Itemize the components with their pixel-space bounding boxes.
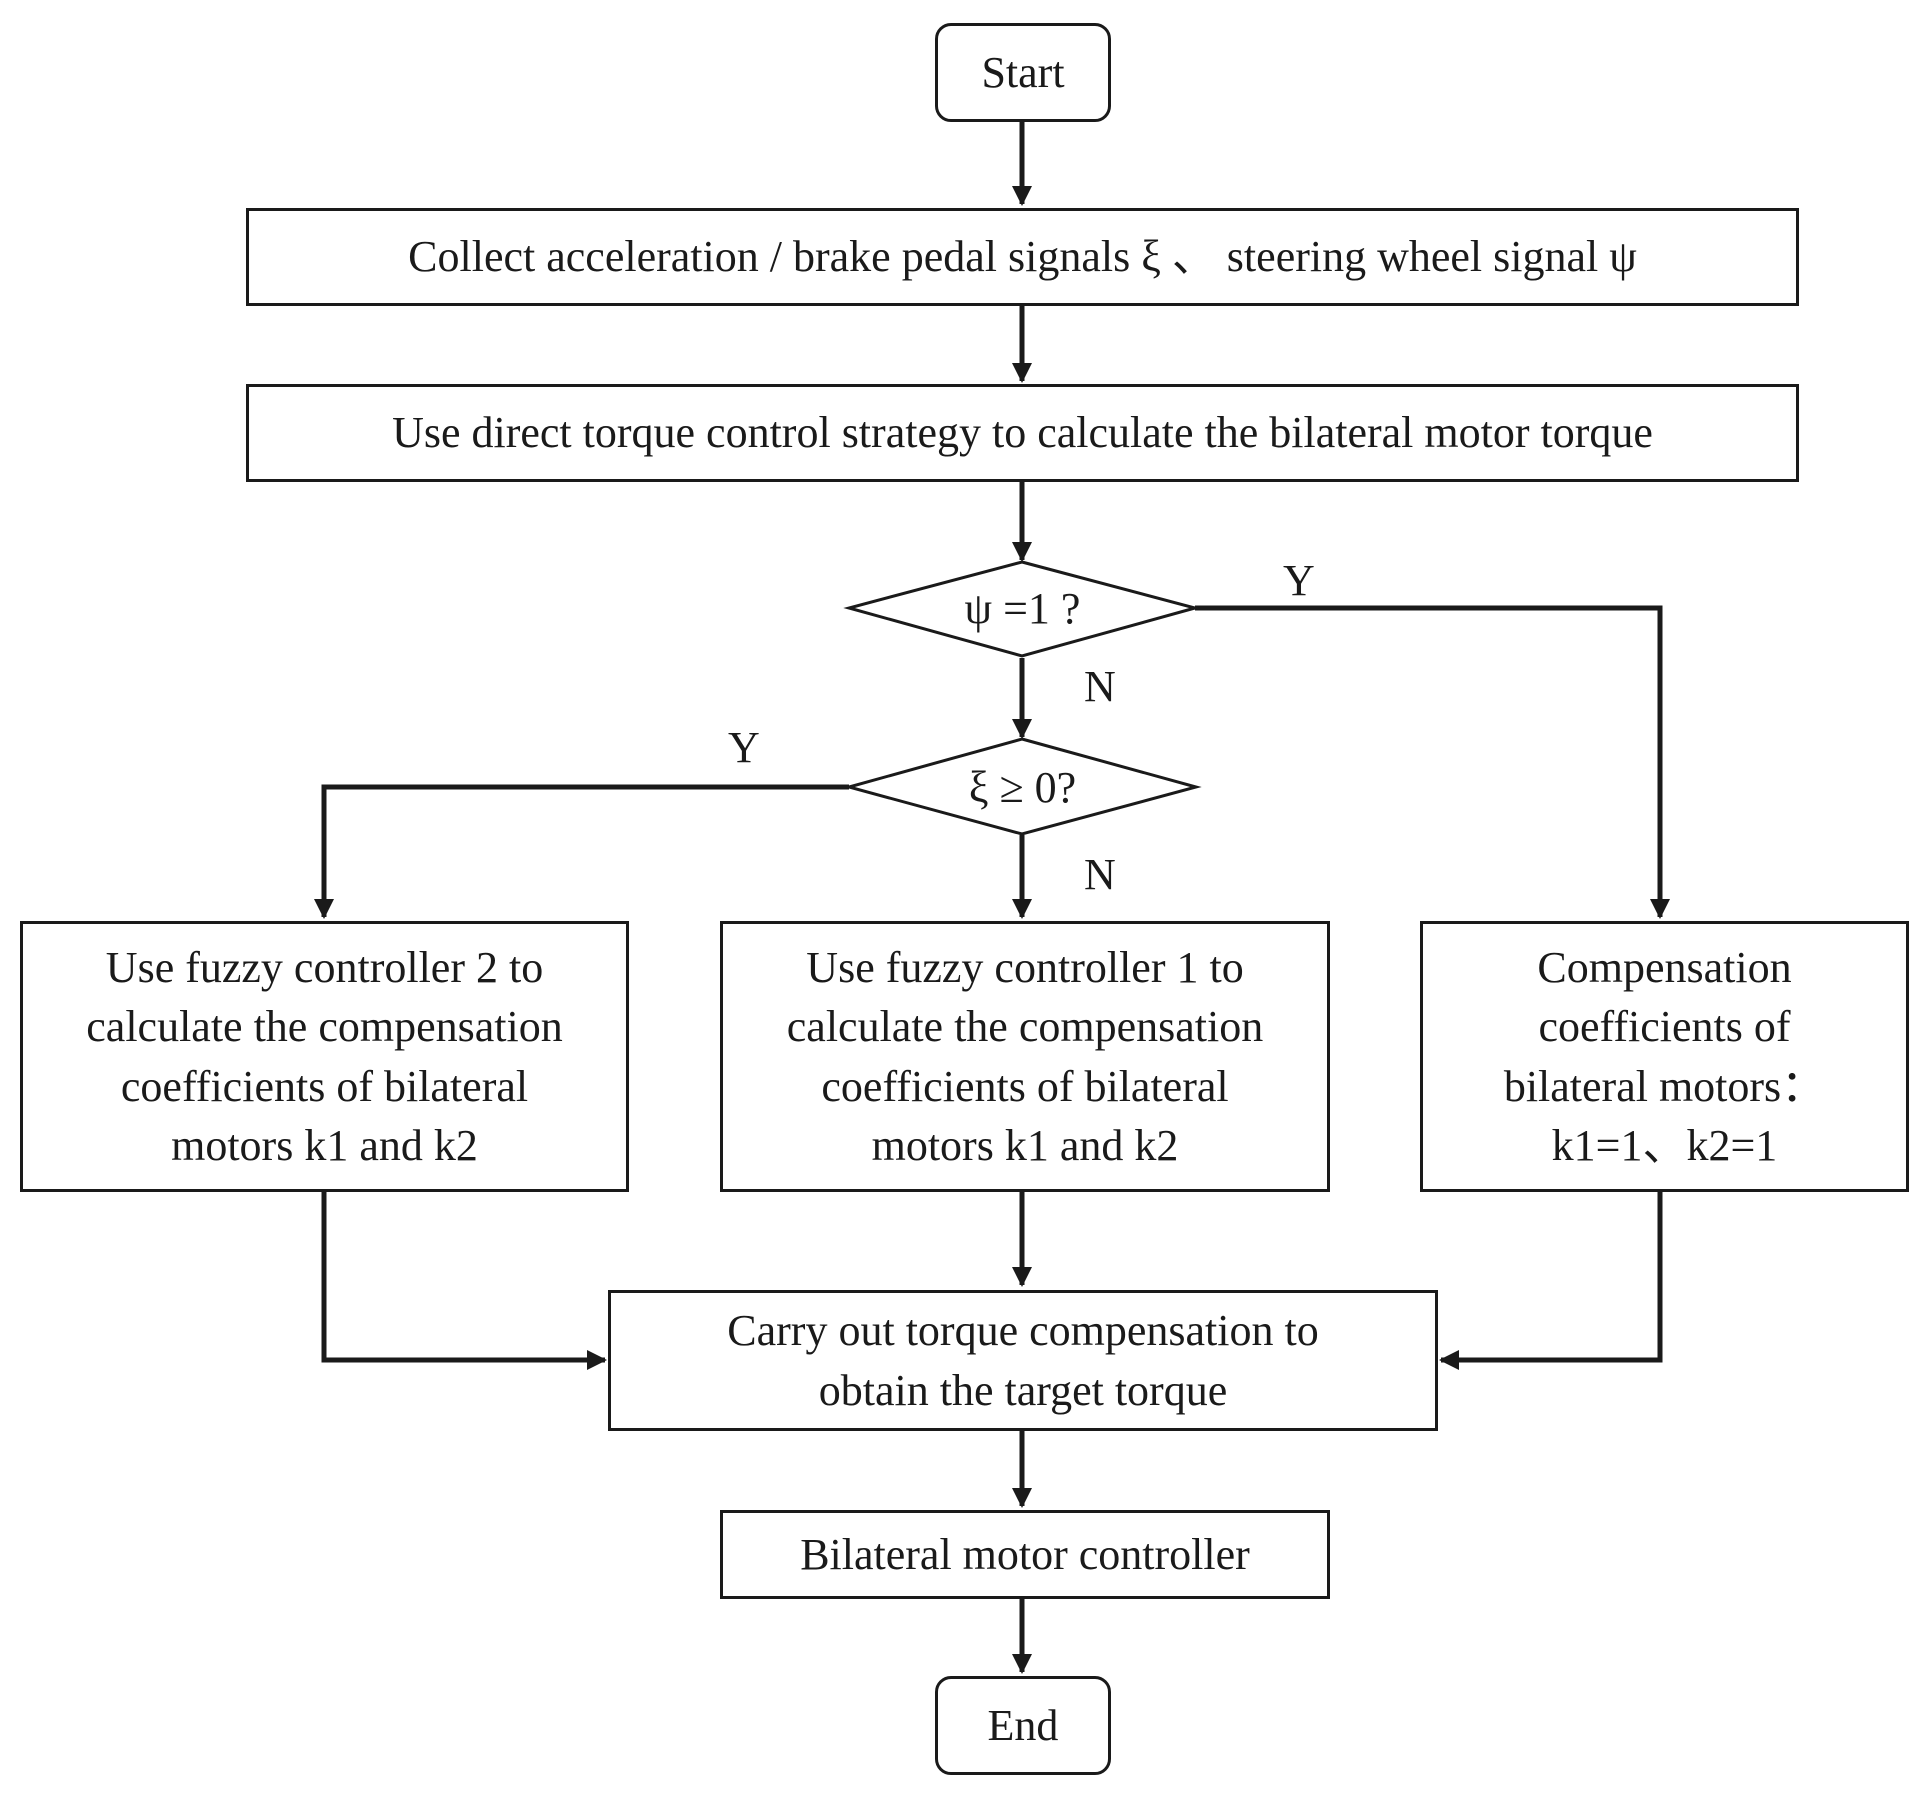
arrow-compensation-to-carry-out xyxy=(1439,1191,1663,1370)
arrow-fuzzy2-to-carry-out xyxy=(321,1191,607,1370)
direct-torque-box: Use direct torque control strategy to ca… xyxy=(246,384,1799,482)
decision-psi-diamond xyxy=(843,560,1201,658)
arrow-psi-yes-to-compensation xyxy=(1195,605,1670,919)
bilateral-motor-controller-box: Bilateral motor controller xyxy=(720,1510,1330,1599)
torque-compensation-box: Carry out torque compensation to obtain … xyxy=(608,1290,1438,1431)
xi-yes-label: Y xyxy=(728,723,760,772)
decision-xi-diamond xyxy=(843,737,1202,836)
fuzzy-controller-1-box: Use fuzzy controller 1 to calculate the … xyxy=(720,921,1330,1192)
arrow-xi-yes-to-fuzzy2 xyxy=(314,784,849,919)
psi-yes-label: Y xyxy=(1283,556,1315,605)
psi-no-label: N xyxy=(1084,662,1116,711)
compensation-coefficients-box: Compensation coefficients of bilateral m… xyxy=(1420,921,1909,1192)
decision-xi-text: ξ ≥ 0? xyxy=(968,762,1077,812)
xi-no-label: N xyxy=(1084,850,1116,899)
fuzzy-controller-2-box: Use fuzzy controller 2 to calculate the … xyxy=(20,921,629,1192)
collect-signals-box: Collect acceleration / brake pedal signa… xyxy=(246,208,1799,306)
end-node: End xyxy=(935,1676,1111,1775)
start-node: Start xyxy=(935,23,1111,122)
decision-psi-text: ψ =1 ? xyxy=(964,583,1081,633)
